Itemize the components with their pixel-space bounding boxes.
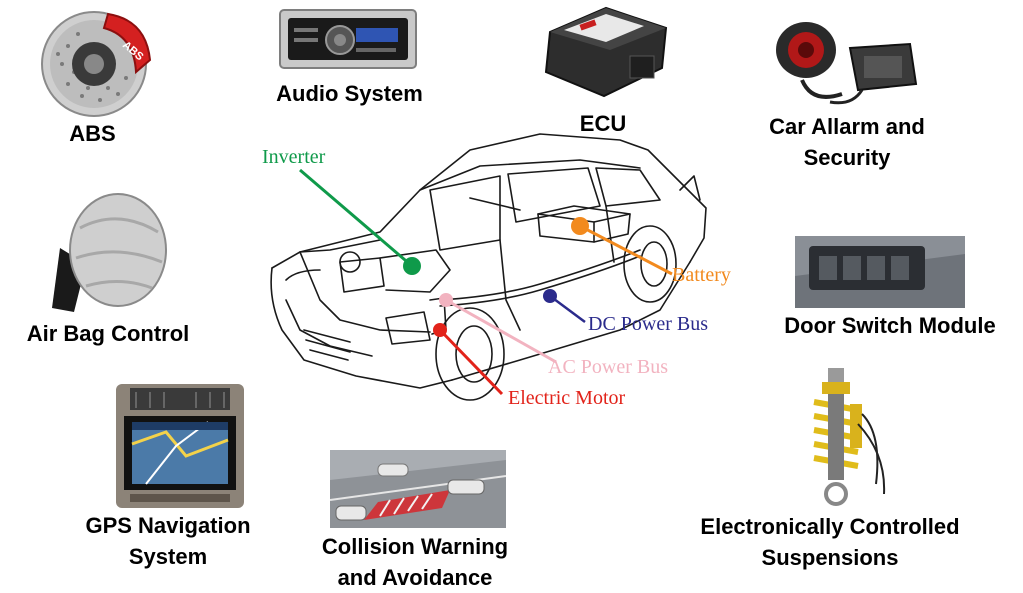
- suspension-label-line1: Electronically Controlled: [700, 514, 960, 539]
- ac-bus-dot: [439, 293, 453, 307]
- car-outline: [270, 133, 707, 401]
- alarm-label-line2: Security: [803, 145, 891, 170]
- gps-screen-icon: [116, 384, 244, 508]
- airbag-icon: [50, 188, 168, 316]
- car-stereo-icon: [278, 4, 418, 72]
- battery-dot: [571, 217, 589, 235]
- audio-system-label: Audio System: [276, 81, 423, 106]
- door-switch-label: Door Switch Module: [784, 313, 996, 338]
- inverter-dot: [403, 257, 421, 275]
- motor-dot: [433, 323, 447, 337]
- inverter-label: Inverter: [262, 146, 326, 168]
- inverter-leader-line: [299, 168, 413, 268]
- ac-bus-leader-line: [445, 298, 557, 364]
- battery-leader-line: [579, 224, 673, 276]
- siren-icon: [772, 14, 922, 110]
- collision-label-line1: Collision Warning: [321, 534, 509, 559]
- ecu-box-icon: [540, 2, 672, 100]
- collision-road-icon: [330, 450, 506, 528]
- abs-label: ABS: [69, 121, 116, 146]
- brake-disc-icon: ABS: [38, 6, 156, 118]
- motor-label: Electric Motor: [508, 387, 626, 409]
- battery-label: Battery: [672, 264, 731, 286]
- ac-bus-label: AC Power Bus: [548, 356, 669, 378]
- motor-leader-line: [438, 328, 504, 396]
- airbag-label: Air Bag Control: [26, 321, 190, 346]
- gps-label-line2: System: [128, 544, 208, 569]
- ecu-label: ECU: [579, 111, 627, 136]
- gps-label-line1: GPS Navigation: [85, 513, 251, 538]
- coilover-icon: [800, 364, 886, 512]
- dc-bus-dot: [543, 289, 557, 303]
- alarm-label-line1: Car Allarm and: [769, 114, 925, 139]
- suspension-label-line2: Suspensions: [761, 545, 899, 570]
- dc-bus-leader-line: [549, 294, 586, 324]
- collision-label-line2: and Avoidance: [337, 565, 493, 590]
- dc-bus-label: DC Power Bus: [588, 313, 709, 335]
- window-switch-icon: [795, 236, 965, 308]
